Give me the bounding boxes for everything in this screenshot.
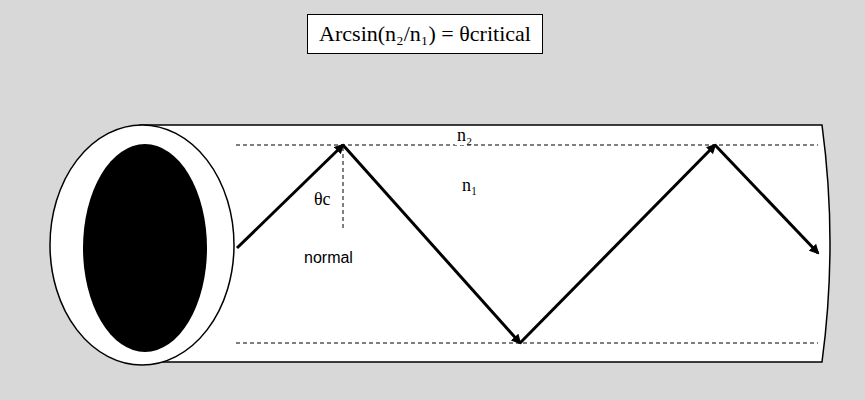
core-boundary-top	[236, 145, 818, 146]
core-index: n₁	[460, 176, 479, 195]
fiber-end-cladding	[50, 125, 234, 365]
light-ray	[343, 145, 520, 343]
light-ray	[715, 145, 818, 253]
formula-text: Arcsin(n₂/n₁) = θcritical	[318, 21, 532, 47]
formula-box: Arcsin(n₂/n₁) = θcritical	[307, 14, 543, 54]
light-ray	[237, 145, 343, 248]
normal-line	[343, 147, 344, 228]
core-boundary-bottom	[236, 343, 818, 344]
cladding-index: n₂	[455, 126, 474, 145]
fiber-body	[140, 125, 830, 362]
fiber-end-core	[83, 144, 207, 352]
normal-label: normal	[302, 250, 355, 267]
light-ray	[520, 145, 715, 343]
angle-label: θc	[312, 190, 333, 209]
